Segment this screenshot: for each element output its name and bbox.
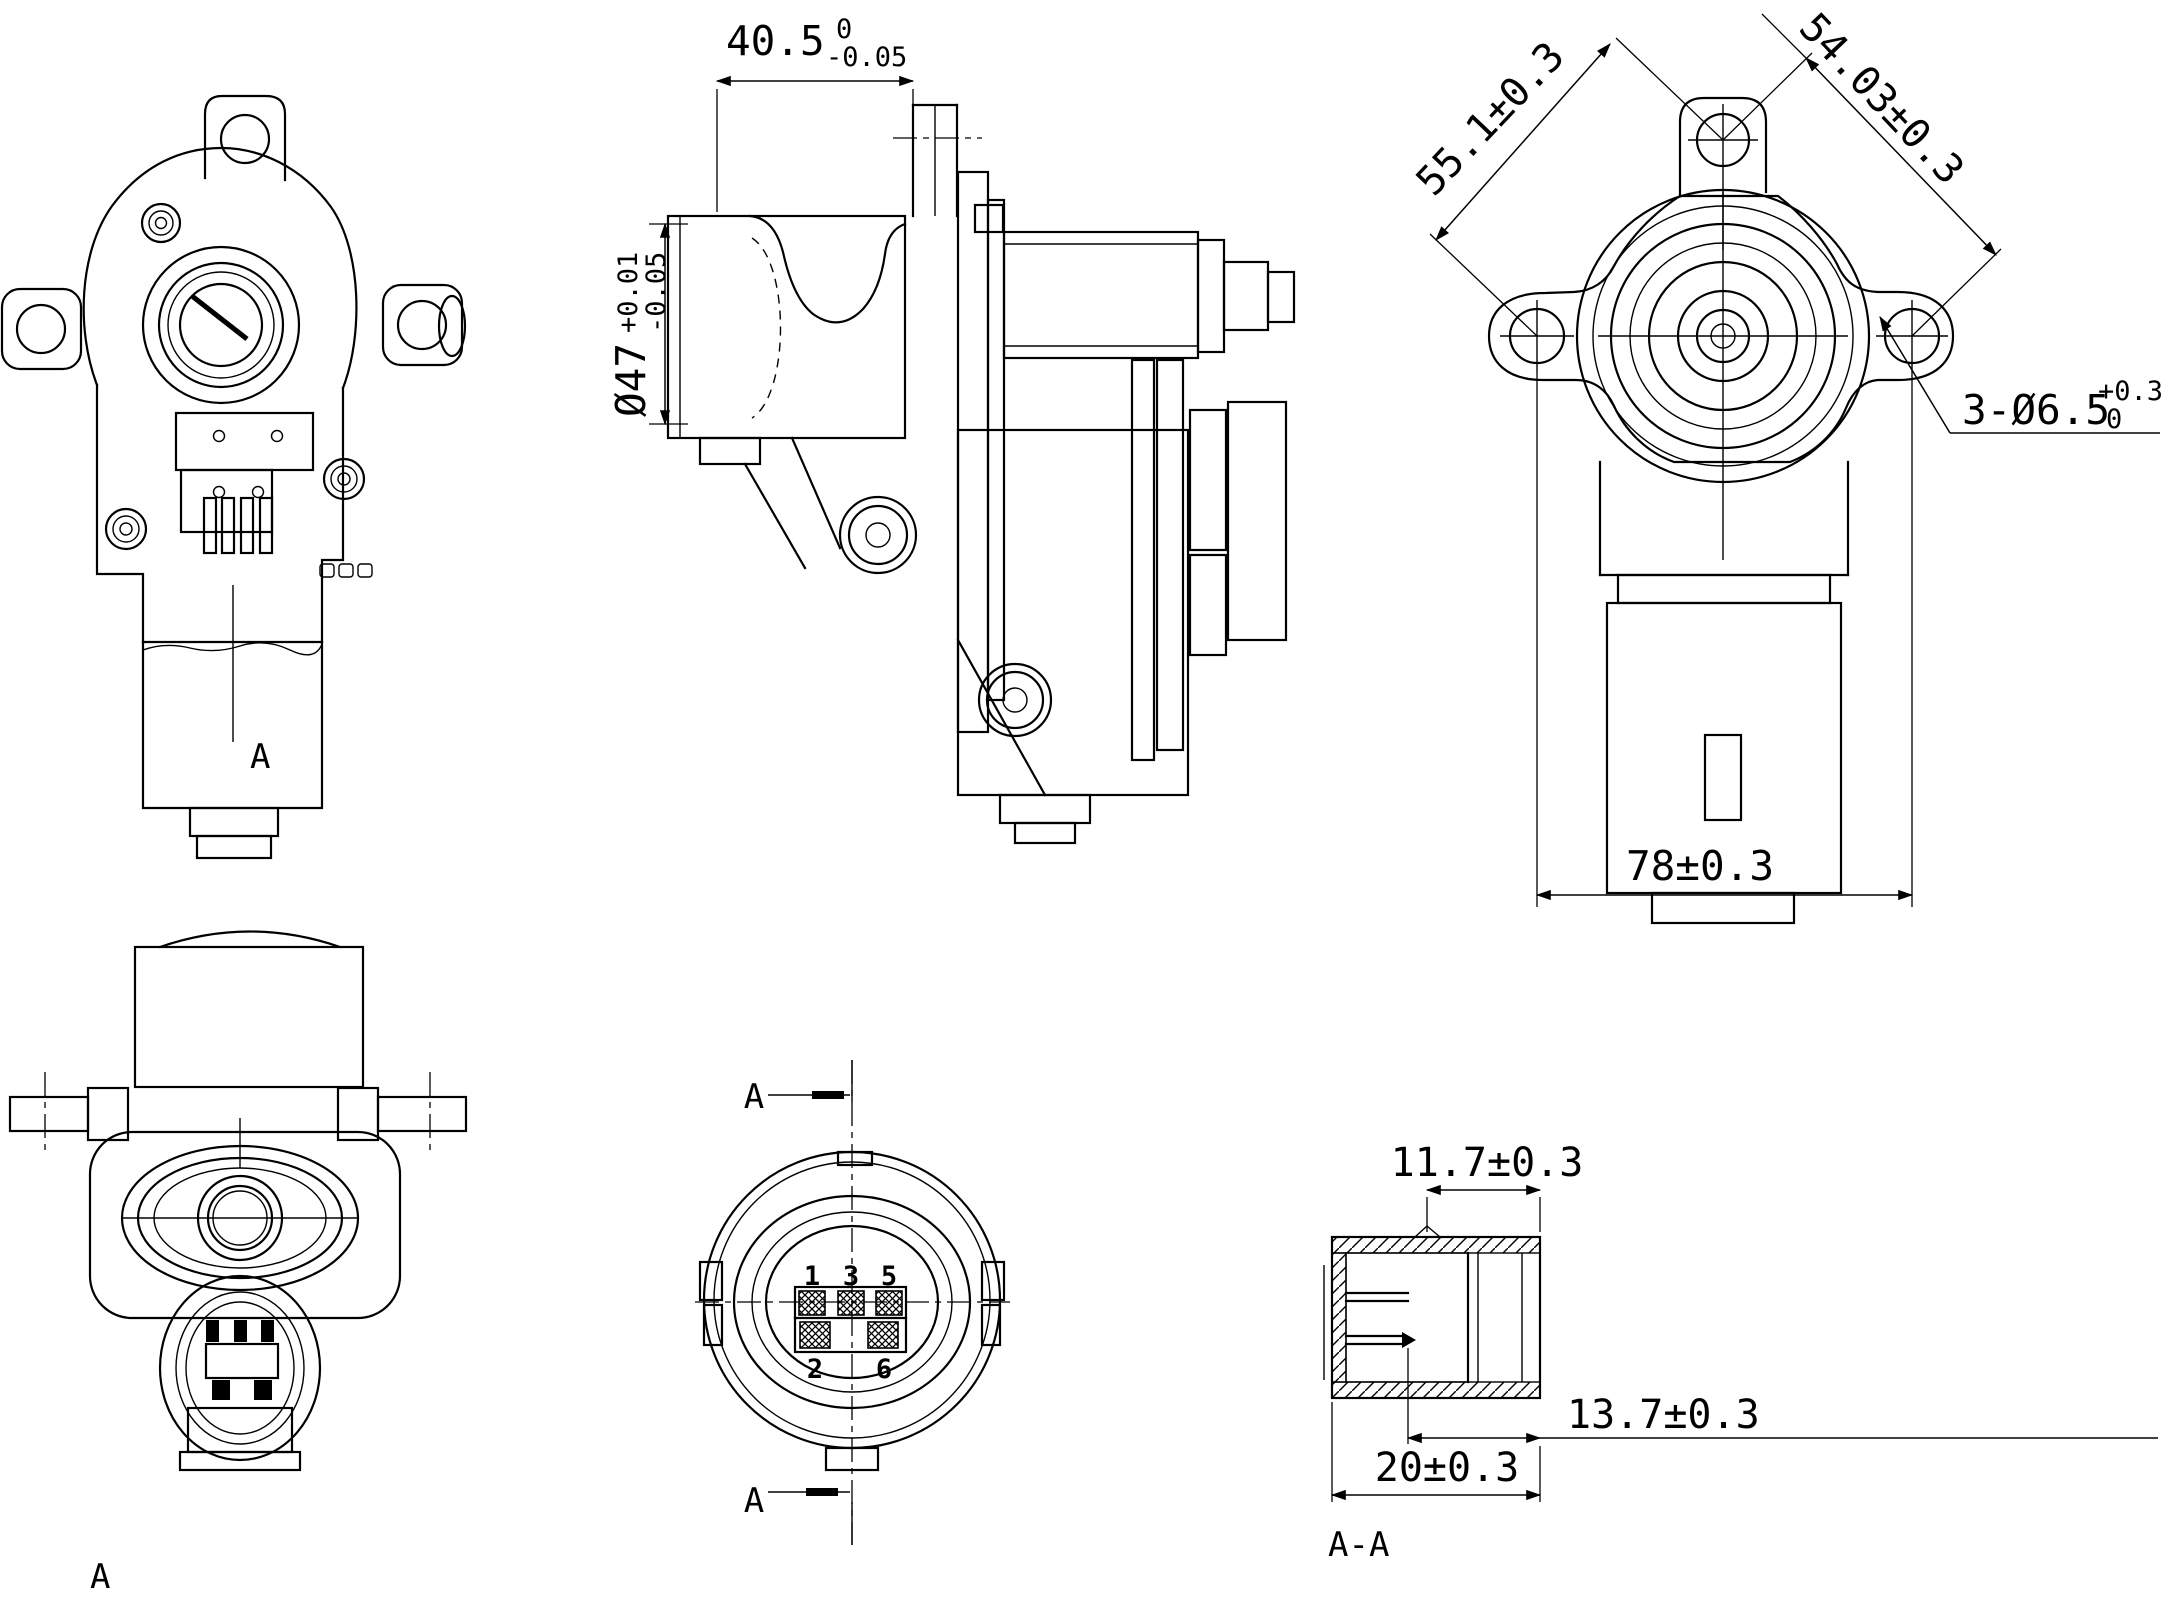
section-label-bottom: A: [744, 1481, 764, 1521]
pin-label-1: 1: [804, 1261, 820, 1292]
dim-bore-main: Ø47: [607, 343, 655, 417]
lower-boss: [977, 662, 1053, 738]
connector-view: 1 3 5 2 6 A A: [695, 1060, 1010, 1545]
dim-section-width: 11.7±0.3: [1391, 1140, 1584, 1186]
pin-label-6: 6: [876, 1354, 892, 1385]
section-label-top: A: [744, 1077, 764, 1117]
dim-bore-tol-top: +0.01: [613, 252, 644, 333]
section-title: A-A: [1328, 1525, 1389, 1565]
face-view: 55.1±0.3 54.03±0.3 3-Ø6.5 +0.3 0 78±0.3: [1408, 5, 2163, 925]
dim-width-main: 40.5: [726, 17, 825, 65]
screw-boss-1: [140, 202, 182, 244]
side-view: 40.5 0 -0.05 Ø47 +0.01 -0.05: [437, 14, 1296, 845]
front-section-label: A: [250, 737, 270, 777]
front-view: A: [0, 94, 464, 860]
screw-boss-2: [322, 457, 366, 501]
bottom-view: A: [8, 930, 468, 1597]
dim-holes-tol-bottom: 0: [2106, 404, 2122, 435]
dim-bore-tol-bottom: -0.05: [641, 252, 672, 333]
pivot-boss: [838, 495, 918, 575]
dim-diag-right: 54.03±0.3: [1790, 5, 1973, 194]
dim-holes-main: 3-Ø6.5: [1962, 386, 2110, 434]
section-view: 11.7±0.3 13.7±0.3 20±0.3 A-A: [1323, 1140, 2158, 1565]
dim-section-overall: 20±0.3: [1375, 1445, 1520, 1491]
pin-label-3: 3: [843, 1261, 859, 1292]
screw-boss-3: [104, 507, 148, 551]
dim-face-width: 78±0.3: [1626, 842, 1774, 890]
dim-holes-tol-top: +0.3: [2098, 376, 2163, 407]
dim-width-tol-top: 0: [836, 14, 852, 45]
bottom-connector-pins: [204, 1320, 280, 1400]
section-pins: [1344, 1291, 1416, 1348]
connector-pin-block: [793, 1285, 908, 1354]
pin-label-5: 5: [881, 1261, 897, 1292]
dim-section-depth: 13.7±0.3: [1567, 1392, 1760, 1438]
pin-label-2: 2: [807, 1354, 823, 1385]
bottom-view-label: A: [90, 1557, 110, 1597]
dim-width-tol-bottom: -0.05: [826, 42, 907, 73]
